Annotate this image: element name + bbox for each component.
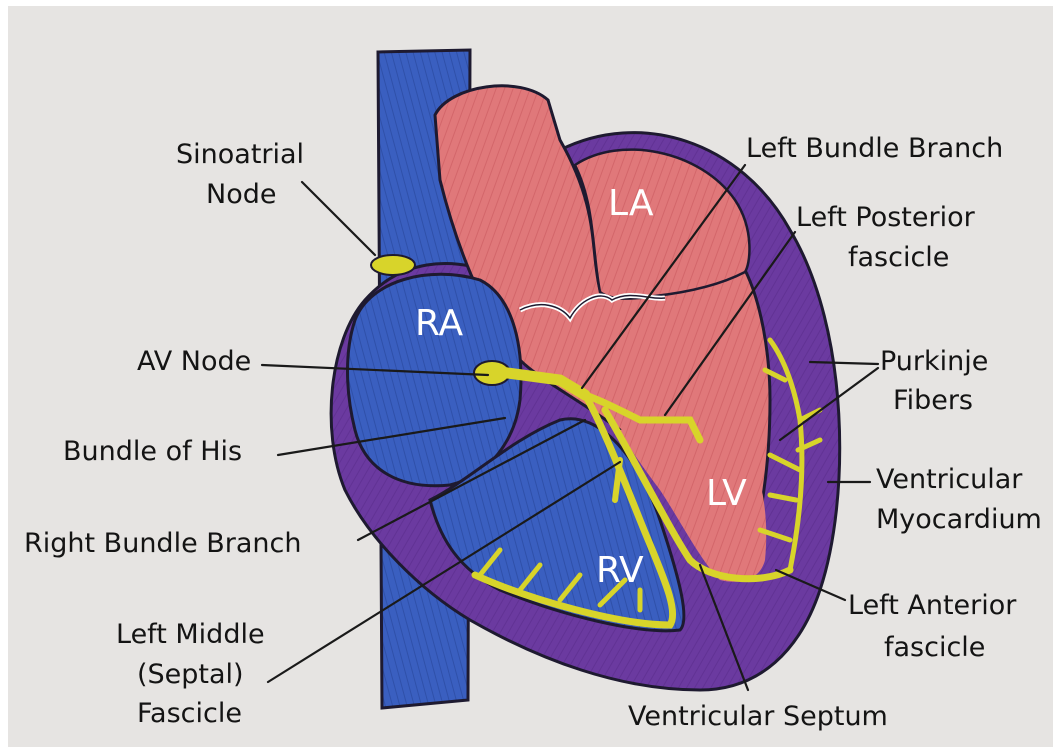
label-ventricular-myocardium-line2: Myocardium (876, 504, 1042, 535)
label-bundle-of-his: Bundle of His (63, 436, 242, 467)
label-left-anterior-line2: fascicle (884, 632, 985, 663)
chamber-label-la: LA (608, 183, 654, 224)
label-left-middle-line2: (Septal) (137, 659, 244, 690)
sinoatrial-node (371, 255, 415, 275)
chamber-label-ra: RA (415, 303, 464, 344)
label-sinoatrial-line1: Sinoatrial (176, 139, 304, 170)
label-left-anterior-line1: Left Anterior (848, 590, 1017, 621)
label-av-node: AV Node (137, 346, 251, 377)
label-purkinje-line1: Purkinje (880, 346, 988, 377)
label-sinoatrial-line2: Node (206, 179, 276, 210)
label-right-bundle-branch: Right Bundle Branch (24, 528, 302, 559)
label-left-middle-line3: Fascicle (137, 698, 242, 729)
chamber-label-lv: LV (706, 473, 747, 514)
label-left-posterior-line2: fascicle (848, 242, 949, 273)
label-ventricular-myocardium-line1: Ventricular (876, 464, 1023, 495)
label-purkinje-line2: Fibers (893, 385, 973, 416)
label-left-posterior-line1: Left Posterior (796, 202, 976, 233)
label-left-bundle-branch: Left Bundle Branch (746, 133, 1003, 164)
label-left-middle-line1: Left Middle (116, 619, 265, 650)
chamber-label-rv: RV (596, 550, 644, 591)
label-ventricular-septum: Ventricular Septum (628, 701, 888, 732)
